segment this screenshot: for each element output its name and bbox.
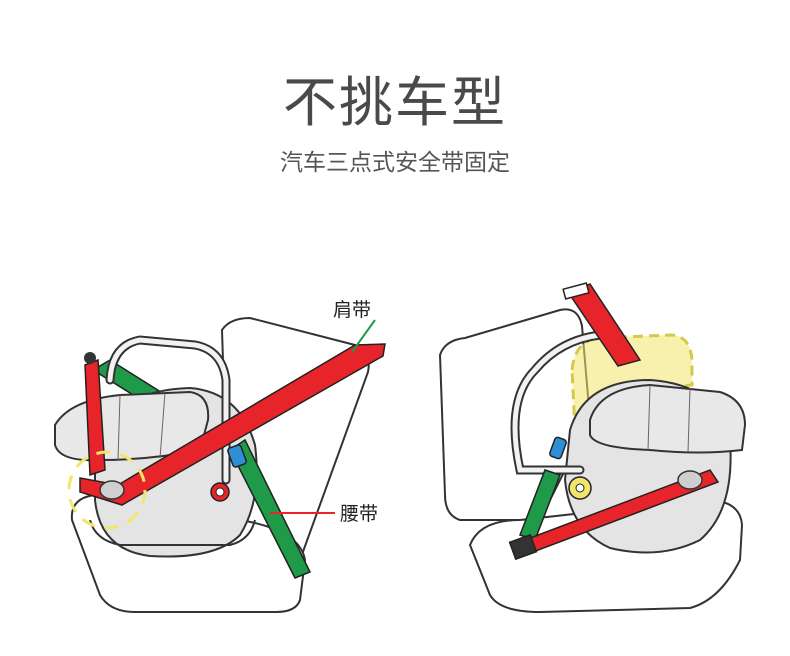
right-belt-buckle bbox=[508, 533, 538, 561]
left-top-anchor bbox=[84, 352, 96, 364]
left-highlight-ring bbox=[67, 450, 147, 530]
lap-belt-label: 腰带 bbox=[340, 503, 378, 525]
right-top-anchor bbox=[562, 282, 590, 300]
left-lap-belt bbox=[229, 438, 312, 579]
right-belt-clip bbox=[549, 436, 567, 460]
right-carrier-canopy bbox=[589, 383, 747, 454]
left-carrier-base bbox=[89, 519, 256, 546]
shoulder-belt-leader bbox=[351, 319, 376, 353]
shoulder-belt-label: 肩带 bbox=[333, 299, 371, 321]
left-illustration: 肩带 腰带 bbox=[54, 299, 386, 613]
left-side-hub bbox=[99, 480, 125, 500]
right-illustration bbox=[438, 282, 747, 614]
page-subtitle: 汽车三点式安全带固定 bbox=[280, 150, 510, 176]
right-side-hub bbox=[677, 470, 703, 490]
left-belt-clip bbox=[227, 444, 247, 468]
page-title: 不挑车型 bbox=[283, 71, 507, 134]
